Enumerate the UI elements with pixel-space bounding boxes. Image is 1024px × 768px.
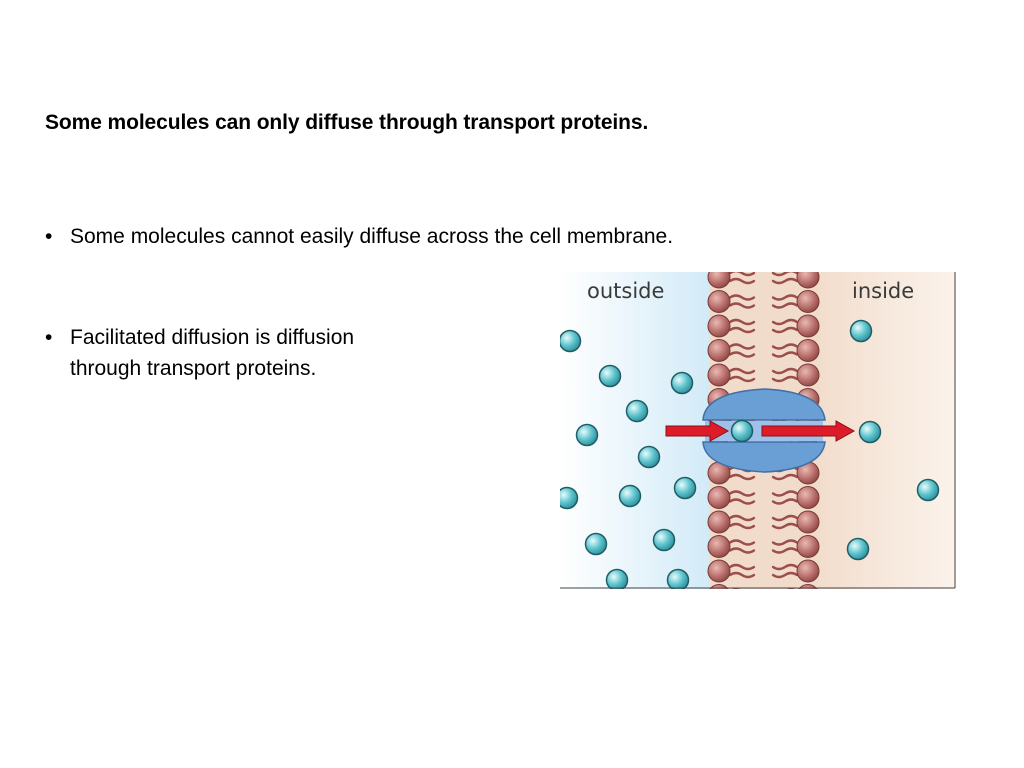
phospholipid-head-icon [707,486,731,509]
lipid-tail [728,539,756,546]
lipid-tail [728,318,756,326]
lipid-tail [728,514,756,522]
phospholipid-head-icon [796,510,820,534]
lipid-heads [707,272,820,589]
phospholipid-head-icon [707,559,731,583]
molecule-icon [666,568,690,589]
phospholipid-head-icon [796,363,820,387]
arrow-right-icon [761,420,856,442]
lipid-tail [771,522,799,530]
facilitated-diffusion-diagram: outside inside [560,272,956,589]
lipid-tail [771,563,799,571]
lipid-tail [771,272,799,277]
lipid-tail [728,375,756,383]
lipid-tail [728,367,756,375]
lipid-tail [771,539,799,546]
molecule-icon [730,419,754,443]
molecule-icon [575,423,599,447]
molecule-icon [673,476,697,500]
bullet-marker: • [45,225,53,248]
molecule-icon [605,568,629,589]
bullet-marker: • [45,326,53,349]
lipid-tail [771,302,799,309]
molecule-icon [916,478,940,502]
lipid-tail [771,375,799,383]
lipid-tail [771,514,799,522]
lipid-tail [771,326,799,334]
phospholipid-head-icon [707,363,731,387]
lipid-tail [771,351,799,358]
molecule-icon [618,484,642,508]
phospholipid-head-icon [796,535,820,558]
lipid-tail [728,294,756,301]
slide-title: Some molecules can only diffuse through … [45,111,649,134]
phospholipid-head-icon [707,290,731,313]
phospholipid-head-icon [796,290,820,313]
lipid-tail [771,294,799,301]
lipid-tail [771,571,799,579]
outside-label: outside [587,279,664,303]
lipid-tail [728,490,756,497]
phospholipid-head-icon [707,272,731,289]
lipid-tail [728,351,756,358]
molecule-icon [598,364,622,388]
phospholipid-head-icon [796,339,820,362]
phospholipid-head-icon [796,272,820,289]
lipid-tail [728,571,756,579]
lipid-tail [771,498,799,505]
phospholipid-head-icon [796,486,820,509]
lipid-tail [728,498,756,505]
lipid-tail [728,563,756,571]
phospholipid-head-icon [796,559,820,583]
lipid-tail [728,473,756,481]
molecule-icon [846,537,870,561]
lipid-tail [728,343,756,350]
inside-label: inside [852,279,914,303]
phospholipid-head-icon [707,314,731,338]
lipid-tail [728,326,756,334]
bullet-text-line: Facilitated diffusion is diffusion [70,326,355,349]
lipid-tail [728,302,756,309]
molecule-icon [849,319,873,343]
molecule-icon [858,420,882,444]
phospholipid-head-icon [707,339,731,362]
lipid-tail [771,343,799,350]
lipid-tail [771,490,799,497]
lipid-tail [771,318,799,326]
molecule-icon [584,532,608,556]
lipid-tail [771,547,799,554]
molecules [560,319,940,589]
molecule-icon [652,528,676,552]
lipid-tail [728,522,756,530]
phospholipid-head-icon [707,510,731,534]
phospholipid-head-icon [707,535,731,558]
lipid-tail [771,277,799,285]
molecule-icon [560,486,579,510]
molecule-icon [560,329,582,353]
bullet-text-line: through transport proteins. [70,357,317,380]
lipid-tail [728,277,756,285]
molecule-icon [637,445,661,469]
phospholipid-head-icon [796,314,820,338]
molecule-icon [670,371,694,395]
lipid-tail [771,367,799,375]
bullet-text-line: Some molecules cannot easily diffuse acr… [70,225,674,248]
lipid-tail [728,547,756,554]
lipid-tail [771,473,799,481]
lipid-tail [728,272,756,277]
molecule-icon [625,399,649,423]
arrow-right-icon [665,420,730,442]
